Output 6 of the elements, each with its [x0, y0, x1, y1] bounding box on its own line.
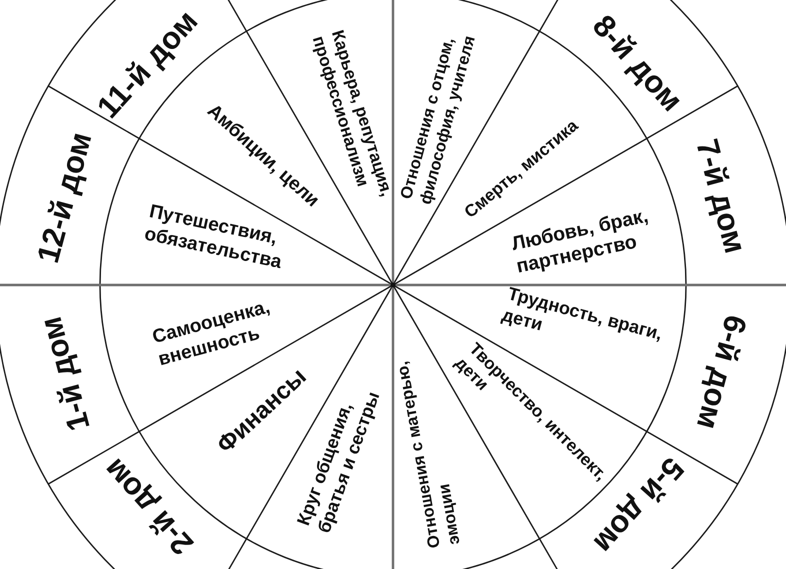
house-label: 2-й дом	[96, 450, 200, 562]
house-label: 6-й дом	[690, 312, 754, 434]
house-label: 7-й дом	[690, 136, 754, 258]
house-label: 12-й дом	[30, 127, 99, 267]
house-label: 1-й дом	[32, 312, 96, 434]
house-label: 8-й дом	[586, 8, 690, 120]
